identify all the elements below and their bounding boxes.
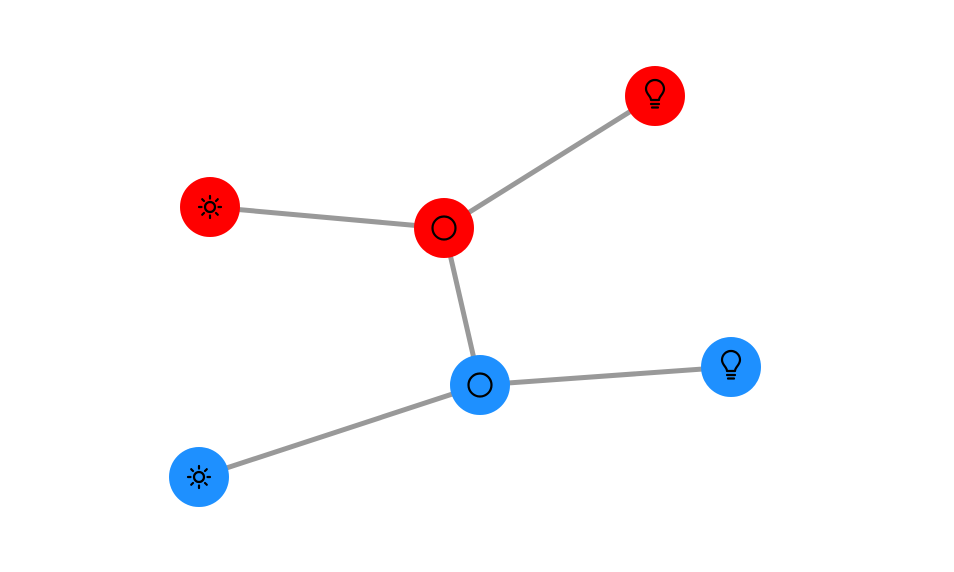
node-red-bulb[interactable]: [625, 66, 685, 126]
node-circle-red-bulb: [625, 66, 685, 126]
node-circle-blue-hub: [450, 355, 510, 415]
nodes-layer: [169, 66, 761, 507]
edge-red-hub-red-sun: [207, 204, 447, 231]
lightbulb-icon: [720, 349, 742, 380]
node-circle-red-hub: [414, 198, 474, 258]
node-blue-bulb[interactable]: [701, 337, 761, 397]
node-circle-red-sun: [180, 177, 240, 237]
node-red-sun[interactable]: [180, 177, 240, 237]
circle-icon: [431, 215, 457, 241]
node-circle-blue-bulb: [701, 337, 761, 397]
circle-icon: [467, 372, 493, 398]
sun-icon: [197, 194, 223, 220]
node-blue-sun[interactable]: [169, 447, 229, 507]
edge-red-hub-red-bulb: [441, 93, 658, 231]
node-blue-hub[interactable]: [450, 355, 510, 415]
edges-layer: [196, 93, 734, 480]
lightbulb-icon: [644, 78, 666, 109]
node-red-hub[interactable]: [414, 198, 474, 258]
edge-blue-hub-blue-sun: [196, 382, 483, 480]
node-circle-blue-sun: [169, 447, 229, 507]
edge-blue-hub-blue-bulb: [477, 364, 734, 388]
sun-icon: [186, 464, 212, 490]
